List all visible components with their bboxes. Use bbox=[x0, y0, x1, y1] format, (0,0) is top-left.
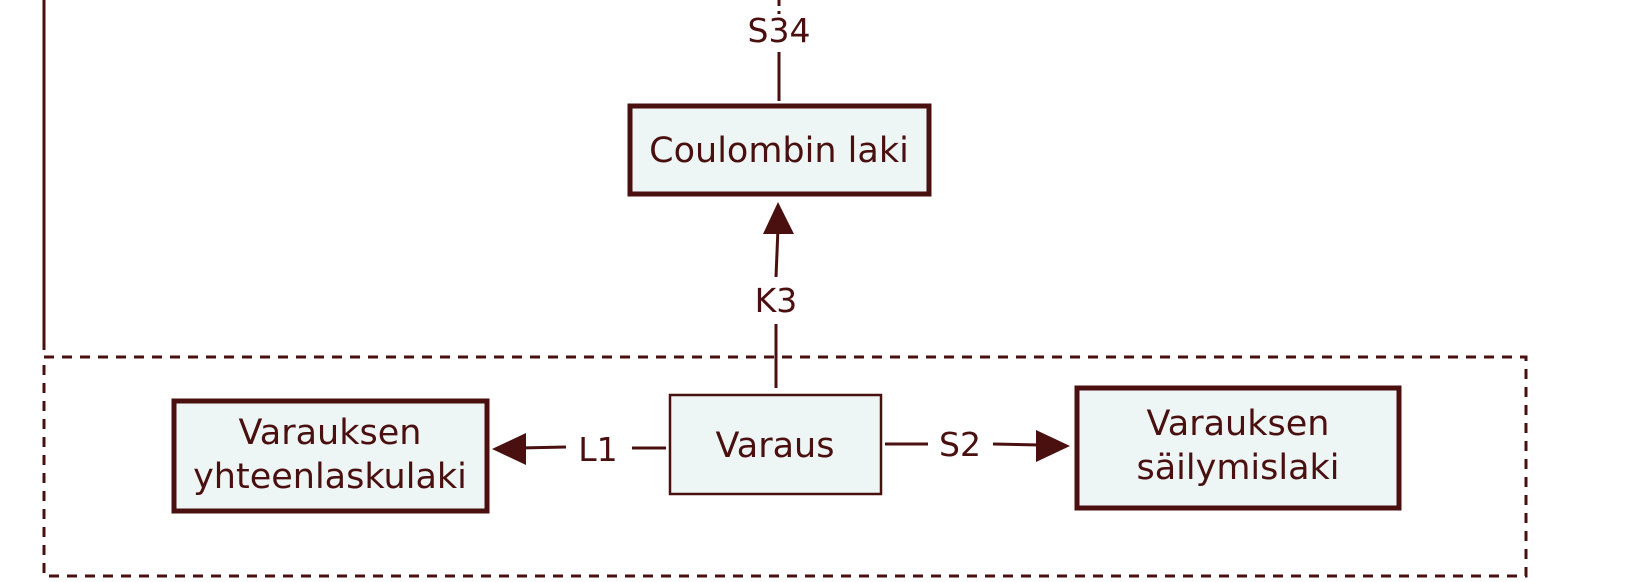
node-varauksen-yhteenlaskulaki-box bbox=[171, 398, 490, 514]
node-varaus-label: Varaus bbox=[716, 426, 835, 466]
edge-s2-right-line bbox=[992, 442, 1041, 447]
node-varaus-box bbox=[668, 393, 883, 496]
edge-s2-label: S2 bbox=[939, 425, 981, 464]
edge-k3-upper-line bbox=[774, 227, 780, 278]
node-varauksen-yhteenlaskulaki-line2: yhteenlaskulaki bbox=[193, 457, 467, 497]
node-coulombin-laki: Coulombin laki bbox=[627, 103, 932, 197]
node-varauksen-sailymislaki: Varauksen säilymislaki bbox=[1074, 385, 1402, 511]
edge-l1-arrowhead bbox=[492, 433, 526, 465]
node-coulombin-laki-label: Coulombin laki bbox=[649, 131, 909, 171]
node-varauksen-sailymislaki-line2: säilymislaki bbox=[1136, 448, 1339, 488]
edge-s34-label: S34 bbox=[748, 11, 811, 50]
node-coulombin-laki-box bbox=[627, 103, 932, 197]
node-varauksen-yhteenlaskulaki-line1: Varauksen bbox=[239, 413, 422, 453]
dashed-group-frame bbox=[42, 355, 1528, 578]
edge-k3-arrowhead bbox=[763, 202, 794, 234]
node-varauksen-yhteenlaskulaki: Varauksen yhteenlaskulaki bbox=[171, 398, 490, 514]
node-varaus: Varaus bbox=[668, 393, 883, 496]
node-varauksen-sailymislaki-box bbox=[1074, 385, 1402, 511]
edge-l1-label: L1 bbox=[578, 430, 617, 469]
node-varauksen-sailymislaki-line1: Varauksen bbox=[1147, 404, 1330, 444]
edge-s2-arrowhead bbox=[1036, 430, 1070, 462]
edge-l1-left-line bbox=[519, 445, 567, 450]
edge-k3-label: K3 bbox=[755, 281, 798, 320]
